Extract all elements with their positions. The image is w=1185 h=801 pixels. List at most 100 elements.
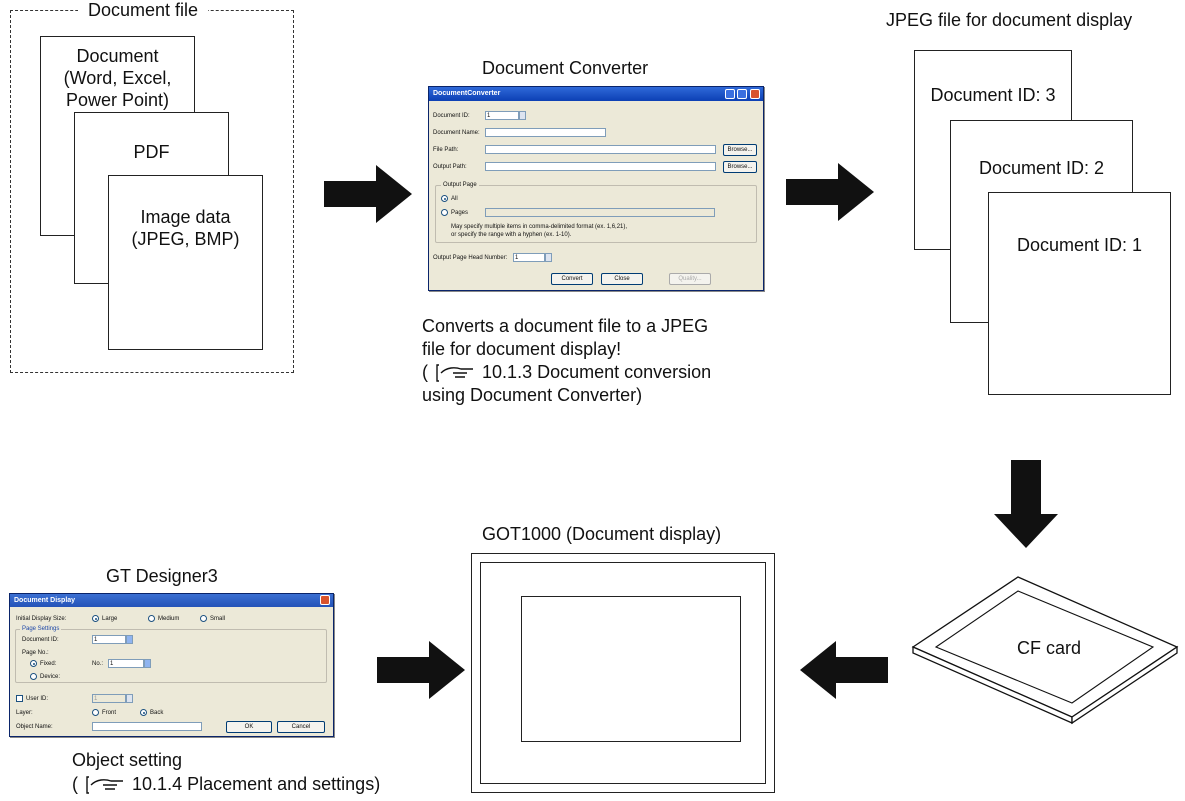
- back-radio[interactable]: [140, 709, 147, 716]
- fixed-radio[interactable]: [30, 660, 37, 667]
- cf-card-label: CF card: [1017, 638, 1082, 658]
- document-name-field[interactable]: [485, 128, 606, 137]
- arrow-down-icon: [994, 460, 1058, 548]
- converter-title: Document Converter: [482, 58, 649, 78]
- arrow-right-icon: [324, 165, 412, 223]
- reference-hand-icon: [86, 776, 124, 794]
- convert-button[interactable]: Convert: [551, 273, 593, 285]
- converter-caption-paren: (: [422, 362, 428, 382]
- head-number-value: 1: [515, 255, 519, 261]
- page-no-label: Page No.:: [22, 650, 49, 656]
- ok-button[interactable]: OK: [226, 721, 272, 733]
- file-path-field[interactable]: [485, 145, 716, 154]
- all-radio-label: All: [451, 196, 458, 202]
- user-id-field[interactable]: 1: [92, 694, 126, 703]
- page-no-field[interactable]: 1: [108, 659, 144, 668]
- jpeg-page-3-label: Document ID: 3: [930, 85, 1056, 105]
- minimize-icon[interactable]: [725, 89, 735, 99]
- arrow-right-icon: [786, 163, 874, 221]
- converter-caption-line-2: file for document display!: [422, 339, 622, 359]
- document-id-label: Document ID:: [22, 637, 59, 643]
- front-radio-label: Front: [102, 710, 117, 716]
- front-radio[interactable]: [92, 709, 99, 716]
- medium-radio[interactable]: [148, 615, 155, 622]
- medium-radio-label: Medium: [158, 616, 180, 622]
- output-page-group-label: Output Page: [441, 181, 479, 189]
- pages-field[interactable]: [485, 208, 715, 217]
- document-name-label: Document Name:: [433, 130, 480, 136]
- designer-window-title: Document Display: [14, 597, 76, 604]
- got-screen: [521, 596, 741, 742]
- quality-button[interactable]: Quality...: [669, 273, 711, 285]
- page-settings-group: [15, 629, 327, 683]
- arrow-left-icon: [800, 641, 888, 699]
- designer-caption-ref: 10.1.4 Placement and settings): [132, 774, 381, 794]
- document-id-spinner[interactable]: [519, 111, 526, 120]
- device-radio-label: Device:: [40, 674, 61, 680]
- got-bezel: [480, 562, 766, 784]
- document-page-office-label: Document (Word, Excel, Power Point): [63, 46, 172, 110]
- converter-titlebar: DocumentConverter: [429, 87, 763, 101]
- close-icon[interactable]: [750, 89, 760, 99]
- page-no-spinner[interactable]: [144, 659, 151, 668]
- output-page-group: [435, 185, 757, 243]
- hint-line-2: or specify the range with a hyphen (ex. …: [451, 232, 572, 238]
- jpeg-page-1-label: Document ID: 1: [1016, 235, 1143, 255]
- document-id-field[interactable]: 1: [92, 635, 126, 644]
- document-id-value: 1: [487, 113, 491, 119]
- large-radio[interactable]: [92, 615, 99, 622]
- designer-titlebar: Document Display: [10, 594, 333, 607]
- object-name-field[interactable]: [92, 722, 202, 731]
- document-file-title: Document file: [78, 0, 209, 22]
- designer-caption-paren: (: [72, 774, 78, 794]
- pages-radio[interactable]: [441, 209, 448, 216]
- device-radio[interactable]: [30, 673, 37, 680]
- page-settings-label: Page Settings: [20, 625, 62, 633]
- converter-caption: Converts a document file to a JPEG file …: [422, 315, 711, 407]
- document-page-image: Image data (JPEG, BMP): [108, 175, 263, 350]
- small-radio[interactable]: [200, 615, 207, 622]
- document-id-value: 1: [94, 637, 98, 643]
- pages-radio-label: Pages: [451, 210, 469, 216]
- file-path-label: File Path:: [433, 147, 459, 153]
- head-number-spinner[interactable]: [545, 253, 552, 262]
- document-page-image-label: Image data (JPEG, BMP): [131, 207, 240, 249]
- back-radio-label: Back: [150, 710, 164, 716]
- initial-size-label: Initial Display Size:: [16, 616, 67, 622]
- output-path-browse-button[interactable]: Browse...: [723, 161, 757, 173]
- close-button[interactable]: Close: [601, 273, 643, 285]
- reference-hand-icon: [436, 364, 474, 382]
- page-no-value: 1: [110, 661, 114, 667]
- user-id-spinner[interactable]: [126, 694, 133, 703]
- output-path-label: Output Path:: [433, 164, 467, 170]
- all-radio[interactable]: [441, 195, 448, 202]
- jpeg-title: JPEG file for document display: [886, 10, 1133, 30]
- designer-caption: Object setting ( 10.1.4 Placement and se…: [72, 748, 380, 796]
- head-number-label: Output Page Head Number:: [433, 255, 508, 261]
- document-id-spinner[interactable]: [126, 635, 133, 644]
- file-path-browse-button[interactable]: Browse...: [723, 144, 757, 156]
- object-name-label: Object Name:: [16, 724, 53, 730]
- jpeg-page-1: Document ID: 1: [988, 192, 1171, 395]
- converter-caption-line-1: Converts a document file to a JPEG: [422, 316, 709, 336]
- hint-line-1: May specify multiple items in comma-deli…: [451, 224, 628, 230]
- cancel-button[interactable]: Cancel: [277, 721, 325, 733]
- converter-window-title: DocumentConverter: [433, 90, 501, 97]
- cf-card-icon: [911, 576, 1179, 725]
- fixed-radio-label: Fixed:: [40, 661, 57, 667]
- user-id-checkbox[interactable]: [16, 695, 23, 702]
- document-display-dialog: Document Display Initial Display Size: L…: [9, 593, 334, 737]
- document-converter-window: DocumentConverter Document ID: 1 Documen…: [428, 86, 764, 291]
- user-id-value: 1: [94, 696, 98, 702]
- converter-caption-ref: 10.1.3 Document conversion: [482, 362, 712, 382]
- head-number-field[interactable]: 1: [513, 253, 545, 262]
- document-id-field[interactable]: 1: [485, 111, 519, 120]
- output-path-field[interactable]: [485, 162, 716, 171]
- document-id-label: Document ID:: [433, 113, 470, 119]
- designer-caption-line-1: Object setting: [72, 750, 183, 770]
- layer-label: Layer:: [16, 710, 33, 716]
- close-icon[interactable]: [320, 595, 330, 605]
- arrow-right-icon: [377, 641, 465, 699]
- large-radio-label: Large: [102, 616, 118, 622]
- maximize-icon[interactable]: [737, 89, 747, 99]
